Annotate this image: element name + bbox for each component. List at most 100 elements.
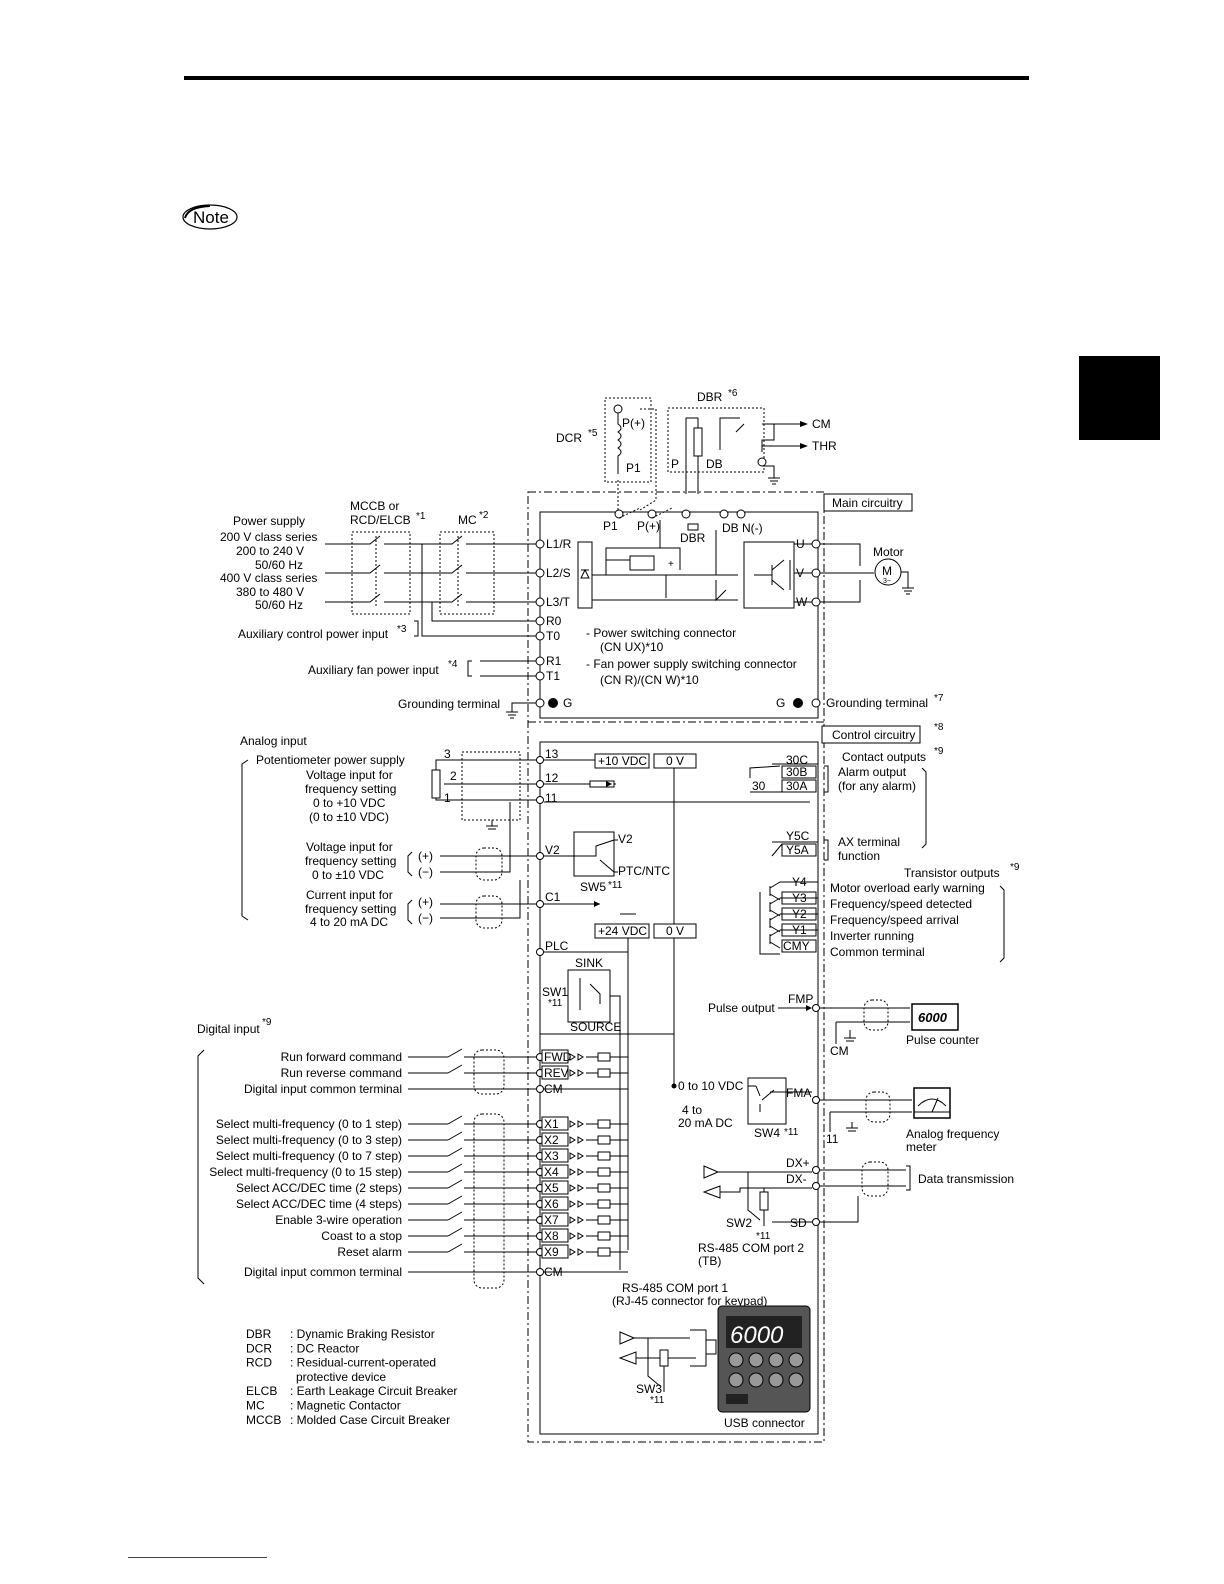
terminal-dxm <box>812 1182 820 1190</box>
terminal-p1 <box>614 509 624 519</box>
digital-input-term: REV <box>544 1066 569 1080</box>
dbr-thr: THR <box>812 439 837 453</box>
terminal-p <box>681 509 691 519</box>
power-supply-lines: 200 V class series 200 to 240 V 50/60 Hz… <box>220 530 317 612</box>
fma-range-1: 0 to 10 VDC <box>678 1079 744 1093</box>
meter-label-2: meter <box>906 1140 937 1154</box>
mc-label: MC <box>458 513 477 527</box>
term-fmp: FMP <box>788 992 813 1006</box>
ax-label-1: AX terminal <box>838 835 900 849</box>
digital-input-label: Select ACC/DEC time (2 steps) <box>236 1181 402 1195</box>
legend-desc: : DC Reactor <box>290 1341 359 1355</box>
legend-desc: protective device <box>296 1370 386 1384</box>
transistor-label: Frequency/speed detected <box>830 897 972 911</box>
alarm-label-1: Alarm output <box>838 765 907 779</box>
sw5-ptc: PTC/NTC <box>618 864 670 878</box>
pulse-counter-label: Pulse counter <box>906 1033 979 1047</box>
sw1-note: *11 <box>548 998 563 1009</box>
dx-external <box>820 1169 906 1223</box>
main-circuitry-label: Main circuitry <box>832 496 903 510</box>
term-w: W <box>796 595 808 609</box>
analog-internal-wires <box>544 759 810 940</box>
aux-control-bracket <box>414 620 419 637</box>
digital-input-term: X2 <box>544 1133 559 1147</box>
breaker-ganging <box>375 536 459 608</box>
dc-term-p1: P1 <box>603 519 618 533</box>
relay-30 <box>749 763 818 793</box>
transistor-title: Transistor outputs <box>904 866 1000 880</box>
dx-bracket <box>906 1165 911 1191</box>
rectifier-diode <box>580 568 590 579</box>
contact-bracket <box>921 767 927 849</box>
pulse-counter-box <box>911 1003 959 1031</box>
sw3-note: *11 <box>650 1395 665 1406</box>
digital-input-label: Select multi-frequency (0 to 15 step) <box>209 1165 402 1179</box>
digital-input-label: Reset alarm <box>337 1245 402 1259</box>
sw4-note: *11 <box>784 1127 799 1138</box>
sw3-label: SW3 <box>636 1382 662 1396</box>
pulse-output-label: Pulse output <box>708 1001 775 1015</box>
note-icon: Note <box>182 204 238 230</box>
digital-input-label: Select multi-frequency (0 to 1 step) <box>216 1117 402 1131</box>
terminal-u <box>811 539 821 549</box>
legend-abbr: ELCB <box>246 1384 277 1398</box>
term-u: U <box>796 537 805 551</box>
motor-m: M <box>882 564 892 578</box>
current-input-text: Current input for frequency setting 4 to… <box>305 888 396 929</box>
box-30b <box>781 765 817 779</box>
digital-input-label: Run forward command <box>281 1050 402 1064</box>
terminal-fmp <box>812 1004 820 1012</box>
output-wires-internal <box>794 543 812 603</box>
svg-text:200 to 240 V: 200 to 240 V <box>236 544 304 558</box>
legend-desc: : Molded Case Circuit Breaker <box>290 1413 450 1427</box>
contact-note: *9 <box>934 746 944 757</box>
digital-input-terminal <box>536 1085 544 1093</box>
motor-wires <box>820 543 874 603</box>
mccb-note: *1 <box>416 511 426 522</box>
switch-connector-2: - Fan power supply switching connector <box>586 657 797 671</box>
dx-drivers <box>702 1165 812 1199</box>
digital-input-term: X9 <box>544 1245 559 1259</box>
dcr-box <box>604 397 652 483</box>
rs485-2-label: RS-485 COM port 2 <box>698 1241 804 1255</box>
digital-input-term: X1 <box>544 1117 559 1131</box>
term-l2s: L2/S <box>546 566 571 580</box>
vdc24-box <box>594 923 650 939</box>
usb-label: USB connector <box>724 1416 805 1430</box>
legend-desc: : Residual-current-operated <box>290 1356 436 1370</box>
sw5-note: *11 <box>608 880 623 891</box>
dcr-links <box>617 408 657 511</box>
svg-text:200 V class series: 200 V class series <box>220 530 317 544</box>
alarm-label-2: (for any alarm) <box>838 779 916 793</box>
aux-control-label: Auxiliary control power input <box>238 627 389 641</box>
terminal-g-left-a <box>535 698 545 708</box>
dc-term-db: DB <box>722 521 739 535</box>
fma-range-3: 20 mA DC <box>678 1116 733 1130</box>
inverter-enclosure <box>527 491 825 1443</box>
digital-input-term: X5 <box>544 1181 559 1195</box>
svg-text:Current input for: Current input for <box>306 888 393 902</box>
term-l3t: L3/T <box>546 595 571 609</box>
pulse-wires <box>820 1007 910 1044</box>
svg-text:frequency setting: frequency setting <box>305 782 396 796</box>
svg-text:50/60 Hz: 50/60 Hz <box>255 598 303 612</box>
sw5-v2: V2 <box>618 832 633 846</box>
term-11: 11 <box>545 791 558 805</box>
vdc10-box <box>594 753 650 769</box>
svg-text:0 to ±10 VDC: 0 to ±10 VDC <box>312 868 384 882</box>
digital-input-label: Select ACC/DEC time (4 steps) <box>236 1197 402 1211</box>
dcr-coil <box>617 413 622 474</box>
aux-fan-label: Auxiliary fan power input <box>308 663 439 677</box>
rs485-1b-label: (RJ-45 connector for keypad) <box>612 1294 767 1308</box>
footer-link-rule <box>128 1557 267 1558</box>
aux-control-taps <box>421 544 536 637</box>
dbr-internal-label: DBR <box>680 531 706 545</box>
data-transmission-label: Data transmission <box>918 1172 1014 1186</box>
digital-input-terminal <box>536 1268 544 1276</box>
transistor-bracket <box>999 885 1005 963</box>
term-y5a: Y5A <box>786 843 809 857</box>
terminal-plc <box>536 948 544 956</box>
term-fma: FMA <box>786 1086 811 1100</box>
